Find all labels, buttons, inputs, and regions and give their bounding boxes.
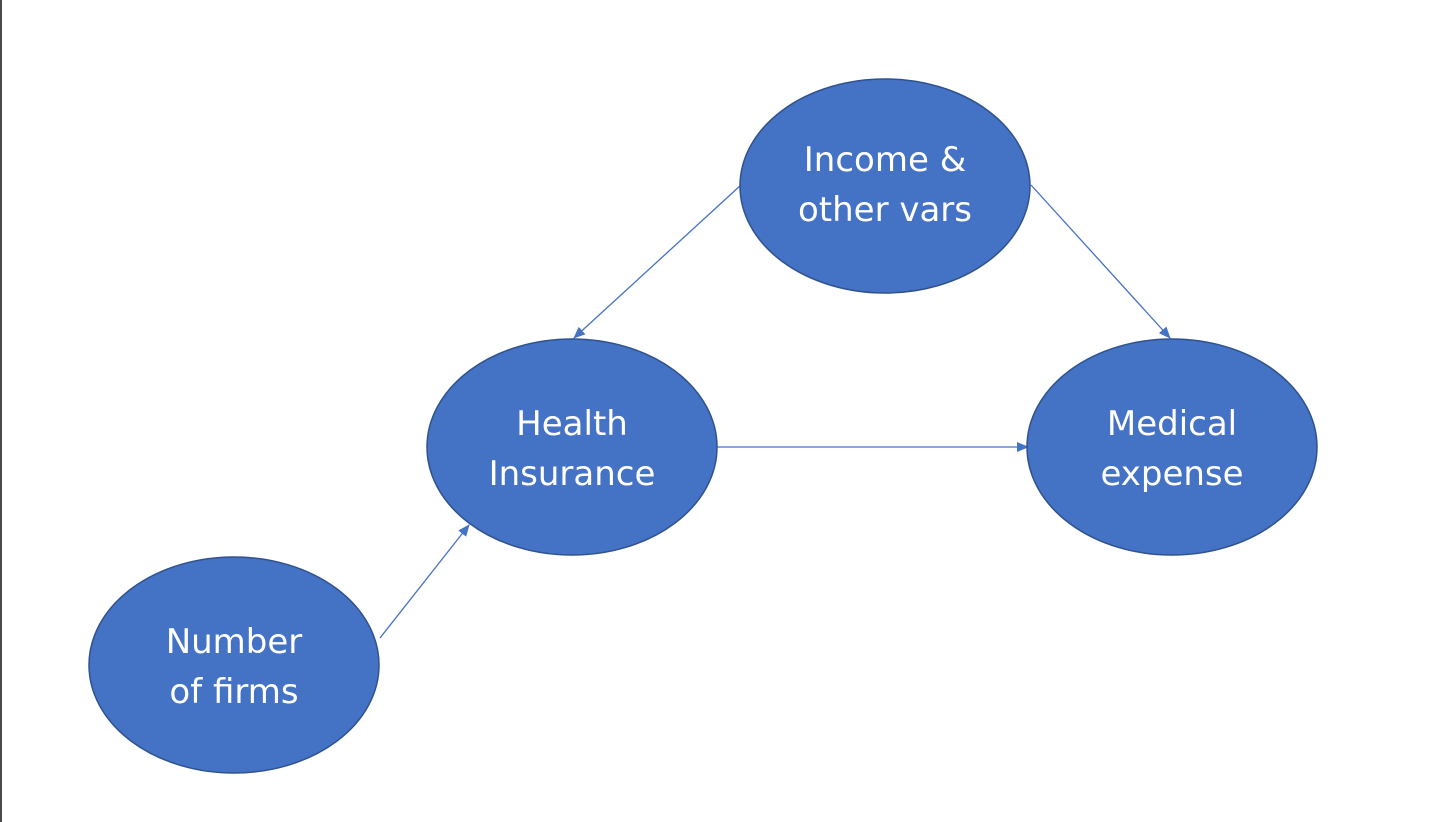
left-border (0, 0, 2, 822)
node-medical-ellipse (1026, 338, 1318, 556)
node-medical-expense: Medical expense (1026, 338, 1318, 556)
node-number-of-firms: Number of firms (88, 556, 380, 774)
node-health-insurance: Health Insurance (426, 338, 718, 556)
node-income-other-vars: Income & other vars (739, 78, 1031, 294)
edge-income-to-medical (1030, 184, 1171, 339)
edge-firms-to-health (379, 524, 470, 639)
node-firms-ellipse (88, 556, 380, 774)
node-medical-label-line1: Medical (1107, 404, 1237, 444)
node-firms-label-line1: Number (166, 622, 303, 662)
node-firms-label-line2: of firms (169, 672, 298, 712)
node-income-ellipse (739, 78, 1031, 294)
node-income-label-line2: other vars (798, 190, 972, 230)
node-health-ellipse (426, 338, 718, 556)
edge-income-to-health (573, 184, 742, 339)
node-health-label-line2: Insurance (489, 454, 656, 494)
node-medical-label-line2: expense (1100, 454, 1243, 494)
node-income-label-line1: Income & (804, 140, 966, 180)
node-health-label-line1: Health (516, 404, 628, 444)
